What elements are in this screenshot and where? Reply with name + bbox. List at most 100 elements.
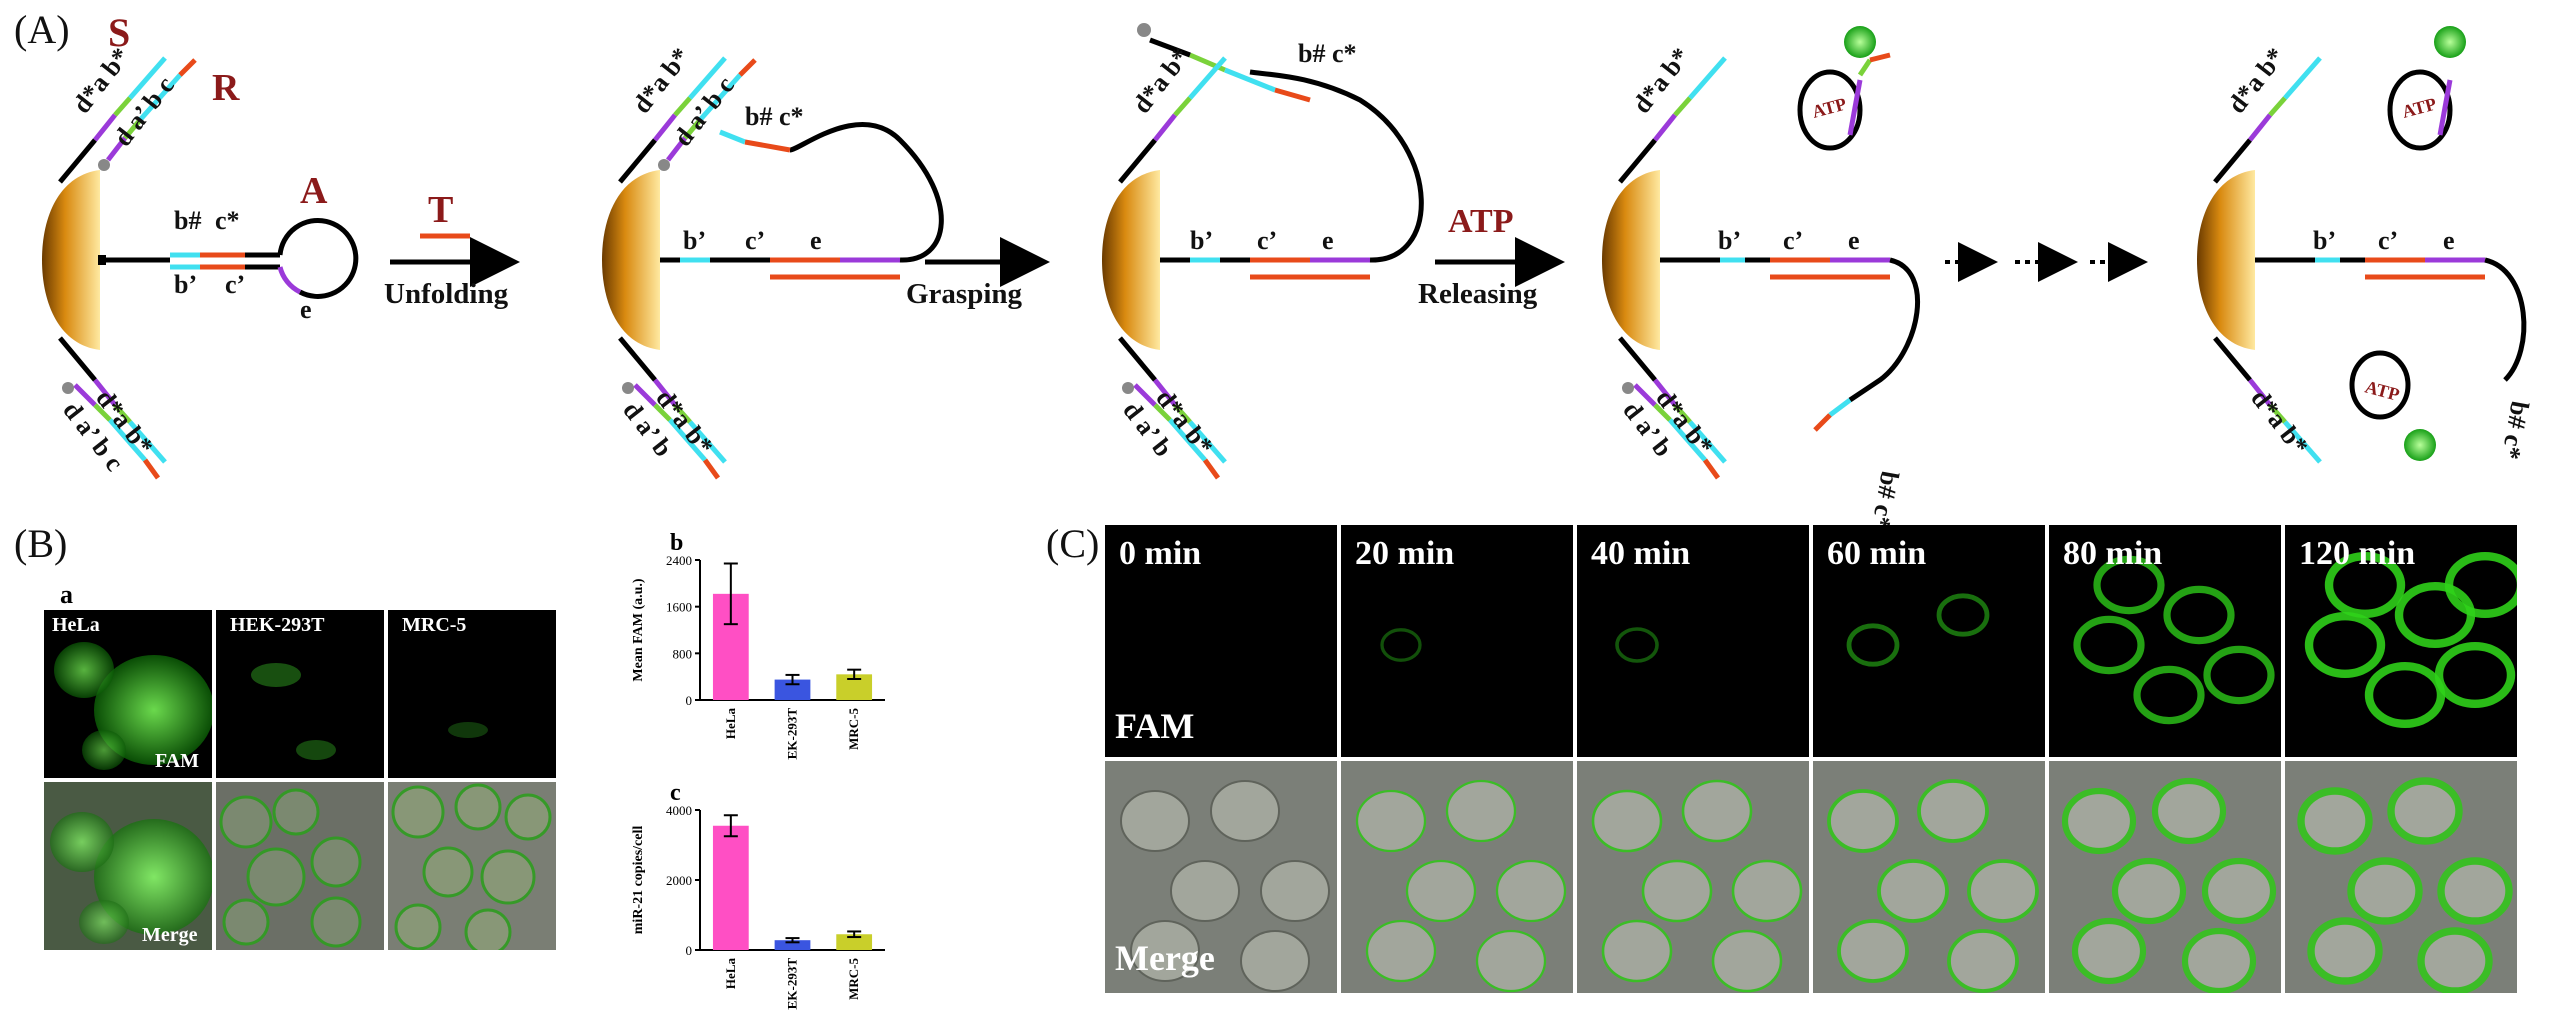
- time-label: 0 min: [1119, 535, 1202, 572]
- y-tick-label: 1600: [666, 600, 692, 615]
- strand-label: b’: [174, 270, 197, 299]
- svg-text:e: e: [1848, 226, 1860, 255]
- svg-text:b# c*: b# c*: [745, 102, 804, 131]
- svg-text:d*a b*: d*a b*: [1627, 42, 1696, 118]
- micrograph-hek-merge: [216, 782, 384, 950]
- x-tick-label: MRC-5: [846, 708, 861, 750]
- step-unfolding: Unfolding: [384, 278, 509, 310]
- panel-a-label: (A): [14, 7, 70, 52]
- x-tick-label: MRC-5: [846, 958, 861, 1000]
- bar: [774, 679, 811, 700]
- merge-frame: [1577, 761, 1809, 993]
- chart-title: b: [670, 530, 683, 556]
- step-grasping: Grasping: [906, 278, 1023, 310]
- svg-text:b# c*: b# c*: [2496, 399, 2535, 462]
- strand-label: c’: [225, 270, 245, 299]
- y-tick-label: 0: [686, 693, 693, 708]
- svg-text:b# c*: b# c*: [1866, 469, 1905, 530]
- label-t: T: [428, 189, 453, 231]
- stage-2: [602, 56, 944, 480]
- fam-frame: [1577, 525, 1809, 757]
- svg-text:d*a b*: d*a b*: [2245, 384, 2314, 460]
- svg-text:c’: c’: [2378, 226, 2398, 255]
- label-s: S: [108, 10, 130, 55]
- y-tick-label: 2000: [666, 873, 692, 888]
- strand-label: c*: [215, 206, 240, 235]
- fam-frame: [1813, 525, 2045, 757]
- stage-1: [42, 56, 359, 480]
- bar: [712, 825, 749, 950]
- fam-label-c: FAM: [1115, 706, 1195, 746]
- stage-5: [2197, 26, 2527, 464]
- label-a: A: [300, 170, 328, 212]
- y-axis-label: Mean FAM (a.u.): [631, 578, 646, 681]
- svg-text:b’: b’: [2313, 226, 2336, 255]
- x-tick-label: HEK-293T: [785, 958, 800, 1010]
- y-tick-label: 0: [686, 943, 693, 958]
- bar: [836, 934, 873, 950]
- fam-frame: [2285, 525, 2517, 757]
- svg-text:d*a b*: d*a b*: [2222, 42, 2291, 118]
- micrograph-hela-fam: [44, 610, 212, 778]
- svg-text:d*a b*: d*a b*: [1127, 42, 1196, 118]
- svg-text:e: e: [810, 226, 822, 255]
- merge-label-c: Merge: [1115, 938, 1215, 978]
- svg-text:d*a b*: d*a b*: [627, 42, 696, 118]
- time-label: 80 min: [2063, 535, 2163, 572]
- merge-frame: [1341, 761, 1573, 993]
- svg-text:e: e: [1322, 226, 1334, 255]
- panel-a-schematic: S R A T ATP Unfolding Grasping Releasing…: [42, 10, 2535, 530]
- bar: [774, 940, 811, 950]
- fam-frame: [2049, 525, 2281, 757]
- merge-label-b: Merge: [142, 924, 198, 946]
- svg-text:b’: b’: [1718, 226, 1741, 255]
- merge-frame: [2049, 761, 2281, 993]
- svg-text:b’: b’: [683, 226, 706, 255]
- micrograph-hela-merge: [44, 782, 212, 950]
- stage-4: [1602, 26, 1921, 480]
- micrograph-hek-fam: [216, 610, 384, 778]
- svg-text:b# c*: b# c*: [1298, 39, 1357, 68]
- x-tick-label: HeLa: [723, 958, 738, 990]
- fam-frame: [1105, 525, 1337, 757]
- micrograph-mrc-fam: [388, 610, 556, 778]
- label-r: R: [212, 67, 240, 109]
- y-tick-label: 2400: [666, 553, 692, 568]
- stage-3: [1102, 23, 1424, 480]
- cell-label-hek: HEK-293T: [230, 614, 325, 636]
- fam-frame: [1341, 525, 1573, 757]
- time-label: 120 min: [2299, 535, 2416, 572]
- x-tick-label: HeLa: [723, 708, 738, 740]
- label-atp: ATP: [1448, 203, 1513, 240]
- cell-label-hela: HeLa: [52, 614, 100, 636]
- panel-c-label: (C): [1046, 521, 1100, 566]
- strand-label: b#: [174, 206, 201, 235]
- panel-b-label: (B): [14, 521, 68, 566]
- merge-frame: [2285, 761, 2517, 993]
- svg-text:c’: c’: [1783, 226, 1803, 255]
- micrograph-mrc-merge: [388, 782, 556, 950]
- step-releasing: Releasing: [1418, 278, 1538, 310]
- merge-frame: [1105, 761, 1337, 993]
- svg-text:c’: c’: [1257, 226, 1277, 255]
- svg-text:b’: b’: [1190, 226, 1213, 255]
- time-label: 20 min: [1355, 535, 1455, 572]
- y-tick-label: 4000: [666, 803, 692, 818]
- time-label: 60 min: [1827, 535, 1927, 572]
- panel-b-sub-a: a: [60, 580, 73, 609]
- svg-text:c’: c’: [745, 226, 765, 255]
- fam-label-b: FAM: [155, 750, 200, 772]
- chart-title: c: [670, 780, 681, 806]
- merge-frame: [1813, 761, 2045, 993]
- strand-label: d*a b*: [67, 42, 136, 118]
- y-axis-label: miR-21 copies/cell: [631, 826, 646, 935]
- strand-label: e: [300, 295, 312, 324]
- gold-nanoparticle: [42, 170, 100, 350]
- x-tick-label: HEK-293T: [785, 708, 800, 760]
- cell-label-mrc: MRC-5: [402, 614, 467, 636]
- y-tick-label: 800: [673, 646, 693, 661]
- svg-text:e: e: [2443, 226, 2455, 255]
